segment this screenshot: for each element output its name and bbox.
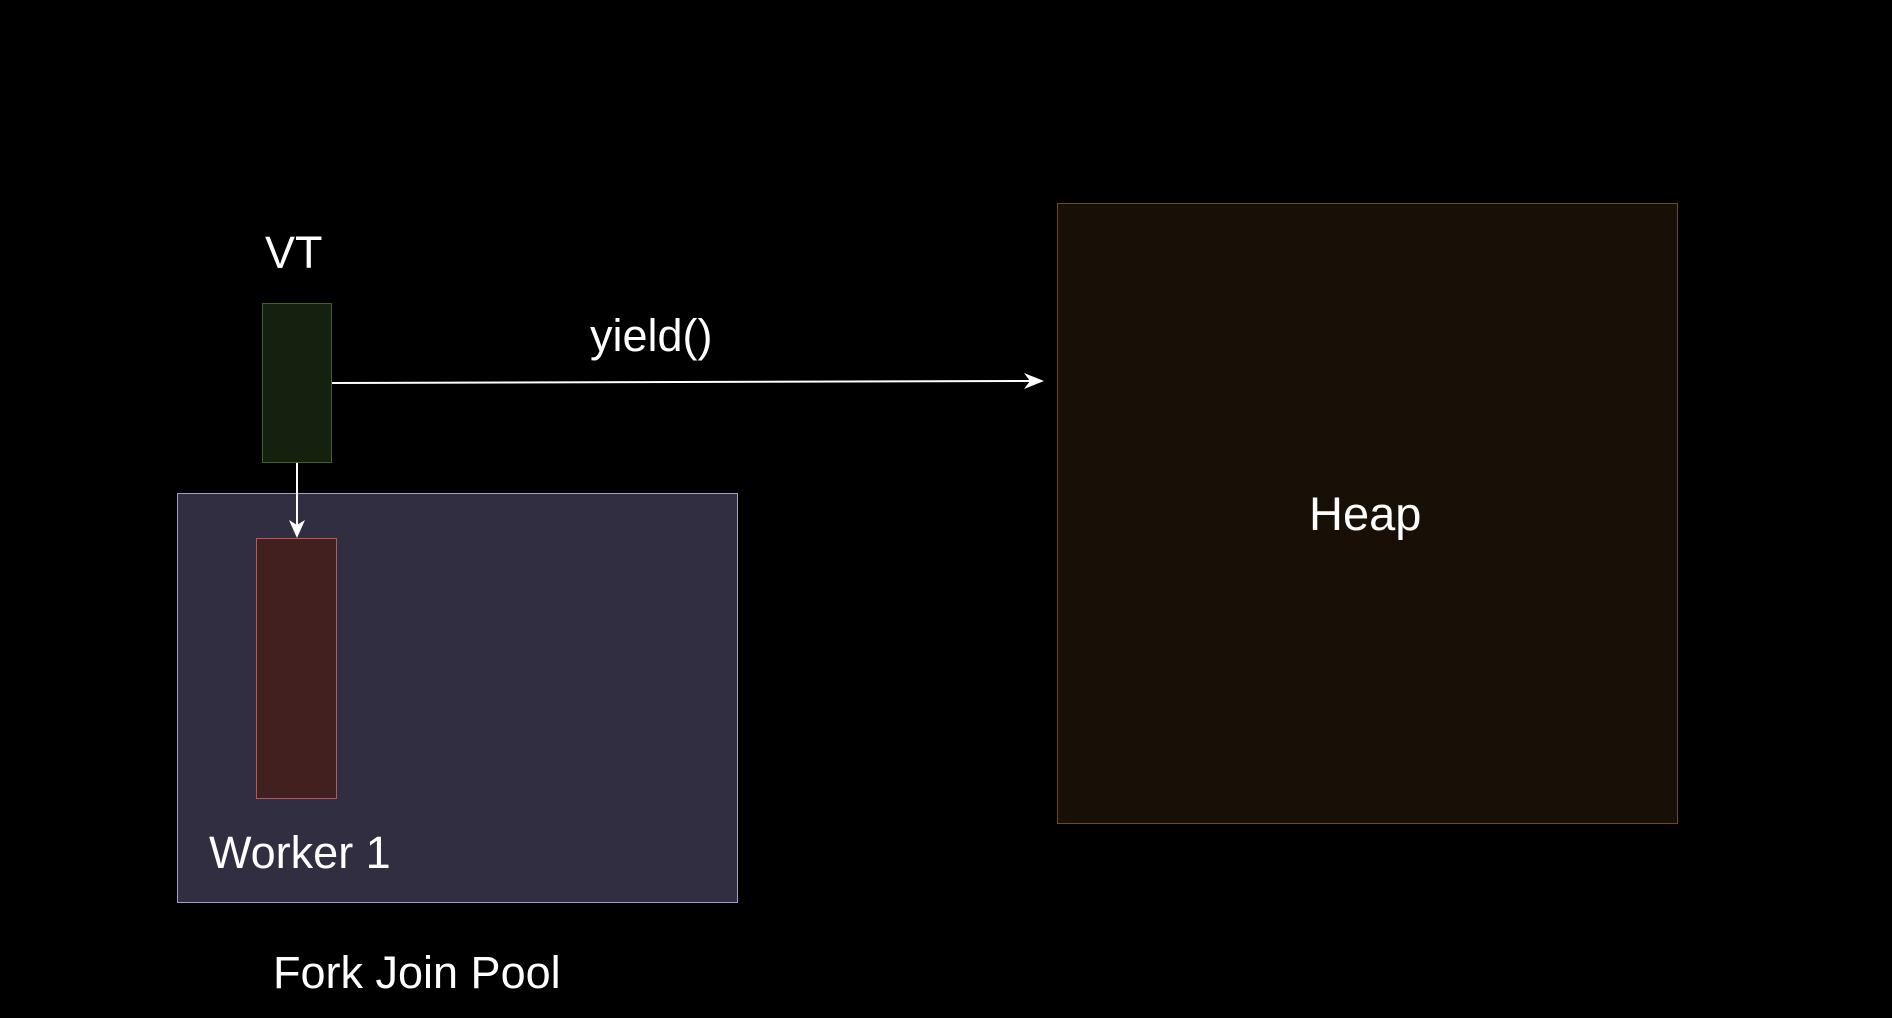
yield-arrow-head [1024,373,1044,389]
virtual-thread-box [262,303,332,463]
worker-1-label: Worker 1 [209,827,391,878]
heap-label: Heap [1309,487,1422,540]
yield-arrow-line [331,380,1035,384]
heap-box [1057,203,1678,824]
vt-label: VT [265,227,323,278]
yield-label: yield() [590,310,713,361]
worker-1-box [256,538,337,799]
fork-join-pool-label: Fork Join Pool [273,947,561,998]
